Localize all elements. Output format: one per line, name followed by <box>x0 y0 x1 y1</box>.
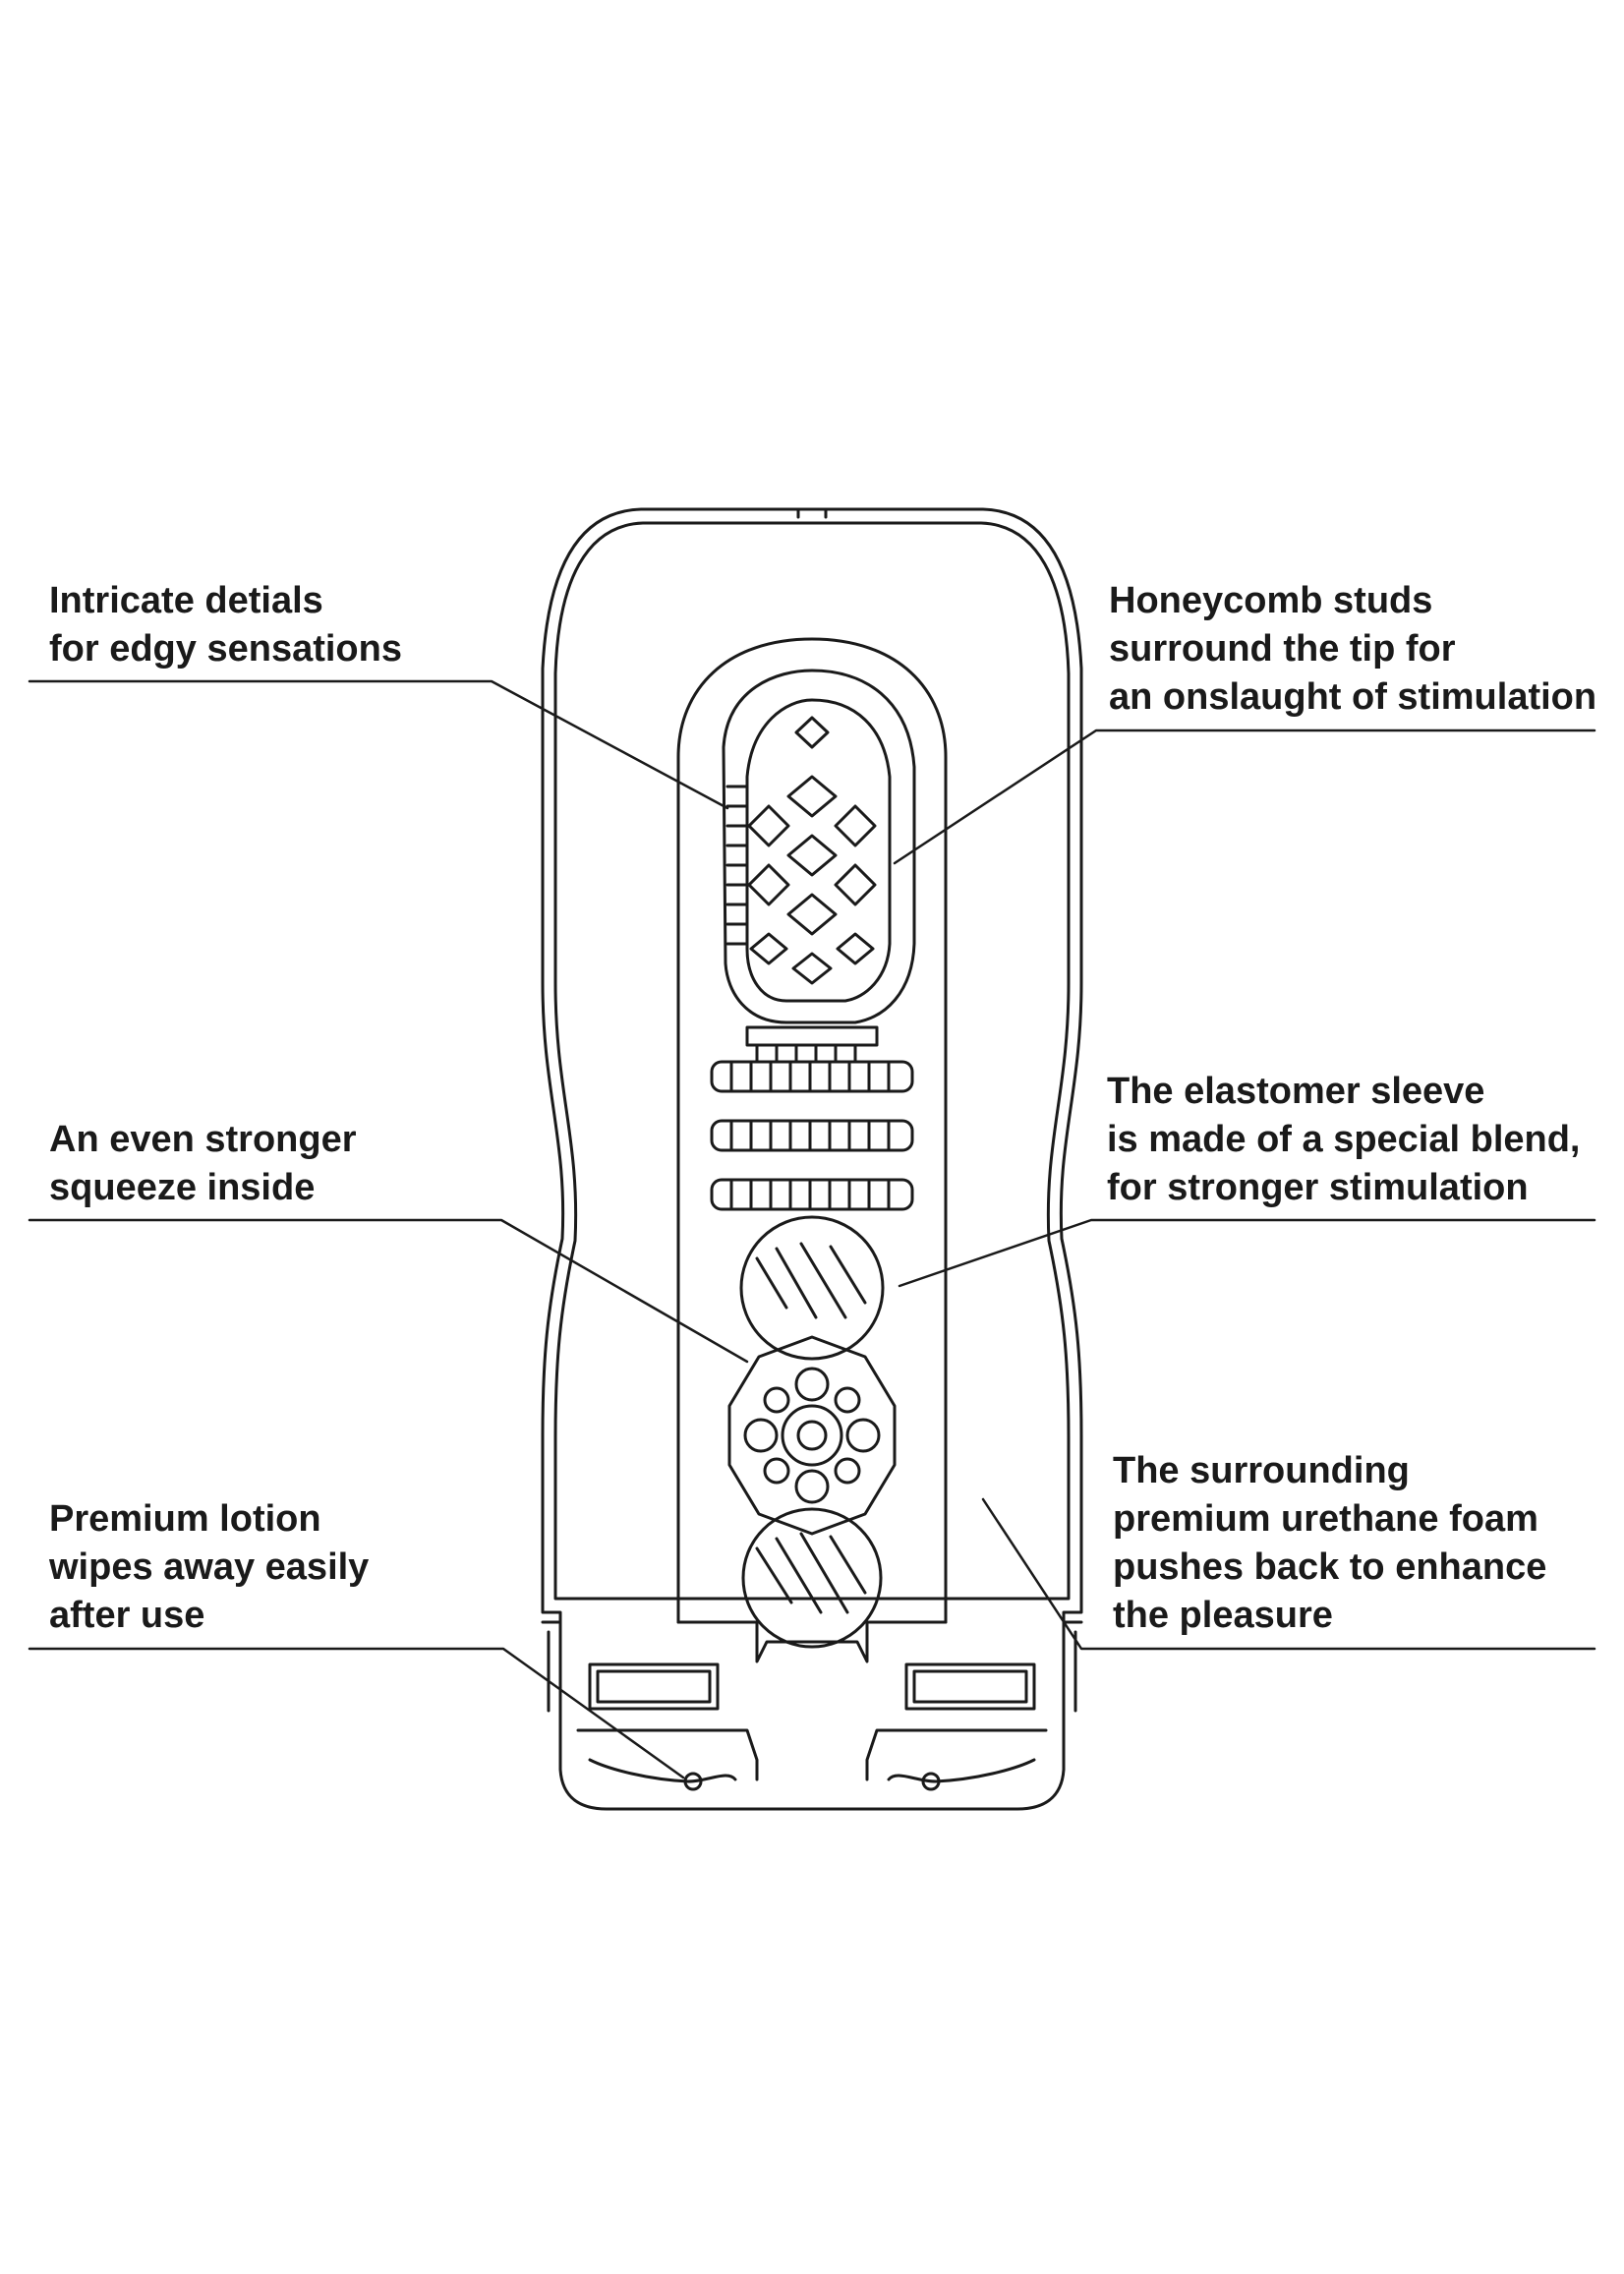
callout-line: pushes back to enhance <box>1113 1546 1547 1588</box>
honeycomb-studs <box>747 716 877 985</box>
base-assembly <box>541 1620 1083 1791</box>
callout-line: for edgy sensations <box>49 628 402 670</box>
leader-foam <box>981 1497 1596 1651</box>
callout-line: after use <box>49 1595 205 1636</box>
leader-lines <box>28 679 1596 1779</box>
callout-line: The surrounding <box>1113 1450 1410 1491</box>
twist-ball-lower <box>741 1507 883 1649</box>
callout-elastomer-sleeve: The elastomer sleeve is made of a specia… <box>1107 1068 1581 1212</box>
callout-line: for stronger stimulation <box>1107 1167 1529 1208</box>
leader-elastomer <box>898 1218 1596 1288</box>
ring-section <box>710 1025 914 1211</box>
edgy-ridges <box>725 785 749 946</box>
flower-ball <box>727 1335 897 1536</box>
callout-line: The elastomer sleeve <box>1107 1071 1485 1112</box>
callout-line: premium urethane foam <box>1113 1498 1538 1540</box>
callout-premium-lotion: Premium lotion wipes away easily after u… <box>49 1495 369 1640</box>
twist-ball-upper <box>739 1215 885 1361</box>
callout-line: surround the tip for <box>1109 628 1456 670</box>
leader-intricate <box>28 679 729 810</box>
callout-line: Honeycomb studs <box>1109 580 1433 621</box>
leader-honeycomb <box>893 729 1596 865</box>
callout-line: an onslaught of stimulation <box>1109 676 1597 718</box>
callout-honeycomb-studs: Honeycomb studs surround the tip for an … <box>1109 577 1596 722</box>
sleeve-channel <box>676 637 948 1624</box>
callout-stronger-squeeze: An even stronger squeeze inside <box>49 1116 357 1212</box>
callout-line: squeeze inside <box>49 1167 316 1208</box>
callout-urethane-foam: The surrounding premium urethane foam pu… <box>1113 1447 1546 1640</box>
tip-capsule <box>722 669 916 1024</box>
callout-line: Intricate detials <box>49 580 323 621</box>
leader-squeeze <box>28 1218 749 1364</box>
callout-line: Premium lotion <box>49 1498 321 1540</box>
callout-line: An even stronger <box>49 1119 357 1160</box>
callout-line: wipes away easily <box>49 1546 370 1588</box>
callout-intricate-details: Intricate detials for edgy sensations <box>49 577 402 673</box>
callout-line: is made of a special blend, <box>1107 1119 1581 1160</box>
leader-lotion <box>28 1647 685 1779</box>
outer-casing <box>541 507 1083 1811</box>
callout-line: the pleasure <box>1113 1595 1333 1636</box>
